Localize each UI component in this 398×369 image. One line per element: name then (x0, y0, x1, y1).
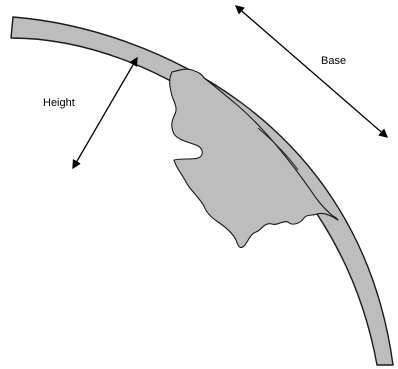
height-label: Height (43, 97, 75, 109)
base-label: Base (321, 55, 346, 67)
irregular-mass (170, 69, 338, 247)
height-arrow (73, 58, 137, 168)
